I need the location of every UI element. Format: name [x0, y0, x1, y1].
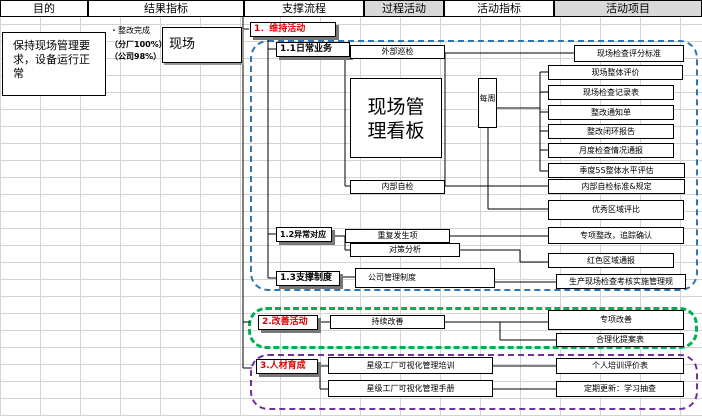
item-red-area: 红色区域通报: [548, 253, 674, 268]
item-quarterly-5s: 季度5S整体水平评估: [548, 163, 685, 178]
result-title: ・整改完成: [110, 26, 150, 35]
node-countermeasure: 对策分析: [350, 243, 460, 257]
node-star-training: 星级工厂可视化管理培训: [328, 357, 493, 374]
header-result-indicator: 结果指标: [88, 0, 244, 17]
section-support: 1.3支撑制度: [276, 271, 340, 286]
goal-text: 保持现场管理要求，设备运行正常: [13, 39, 90, 80]
result-company: （公司98%）: [110, 52, 162, 61]
board-text: 现场管理看板: [367, 96, 425, 142]
item-closed-loop-report: 整改闭环报告: [548, 124, 674, 139]
result-site-box: 现场: [162, 27, 242, 63]
item-excellent-area: 优秀区域评比: [548, 200, 684, 220]
result-site: 现场: [169, 37, 196, 52]
node-external-patrol: 外部巡检: [350, 45, 445, 59]
item-special-rectify: 专项整改，追踪确认: [548, 227, 684, 244]
item-rectify-notice: 整改通知单: [548, 105, 674, 120]
item-score-std: 现场检查评分标准: [574, 45, 684, 62]
result-branch: （分厂100%）: [110, 40, 167, 49]
talent-activity-group: [250, 354, 698, 410]
item-periodic-update: 定期更新：学习抽查: [556, 381, 684, 397]
item-overall-eval: 现场整体评价: [548, 65, 683, 80]
goal-box: 保持现场管理要求，设备运行正常: [2, 32, 106, 96]
node-company-rules: 公司管理制度: [355, 268, 495, 288]
item-inspection-record: 现场检查记录表: [548, 85, 674, 100]
item-special-improve: 专项改善: [548, 310, 684, 330]
header-process-activity: 过程活动: [364, 0, 444, 17]
header-goal: 目的: [0, 0, 88, 17]
weekly-text: 每周: [479, 94, 496, 103]
item-personal-eval: 个人培训评价表: [556, 358, 684, 374]
node-major-event: 重复发生项: [345, 229, 450, 243]
section-maintain: 1．维持活动: [250, 22, 336, 37]
header-activity-indicator: 活动指标: [444, 0, 554, 17]
node-star-manual: 星级工厂可视化管理手册: [328, 380, 493, 397]
node-continuous-improve: 持续改善: [330, 315, 445, 329]
node-weekly: 每周: [478, 78, 497, 128]
node-internal-check: 内部自检: [350, 180, 445, 194]
header-activity-item: 活动项目: [554, 0, 702, 17]
improve-activity-group: [248, 307, 698, 349]
section-daily: 1.1日常业务: [276, 42, 350, 57]
section-improve: 2.改善活动: [258, 315, 318, 330]
item-rationalization: 合理化提案表: [556, 333, 684, 347]
maintain-activity-group: [250, 40, 698, 291]
item-monthly-report: 月度检查情况通报: [548, 143, 674, 158]
item-internal-std: 内部自检标准&规定: [548, 179, 685, 194]
section-abnormal: 1.2异常对应: [276, 227, 332, 242]
item-assessment-rule: 生产现场检查考核实施管理规: [556, 274, 686, 289]
header-support-process: 支撑流程: [244, 0, 364, 17]
section-talent: 3.人材育成: [256, 359, 318, 374]
node-board: 现场管理看板: [350, 78, 442, 158]
